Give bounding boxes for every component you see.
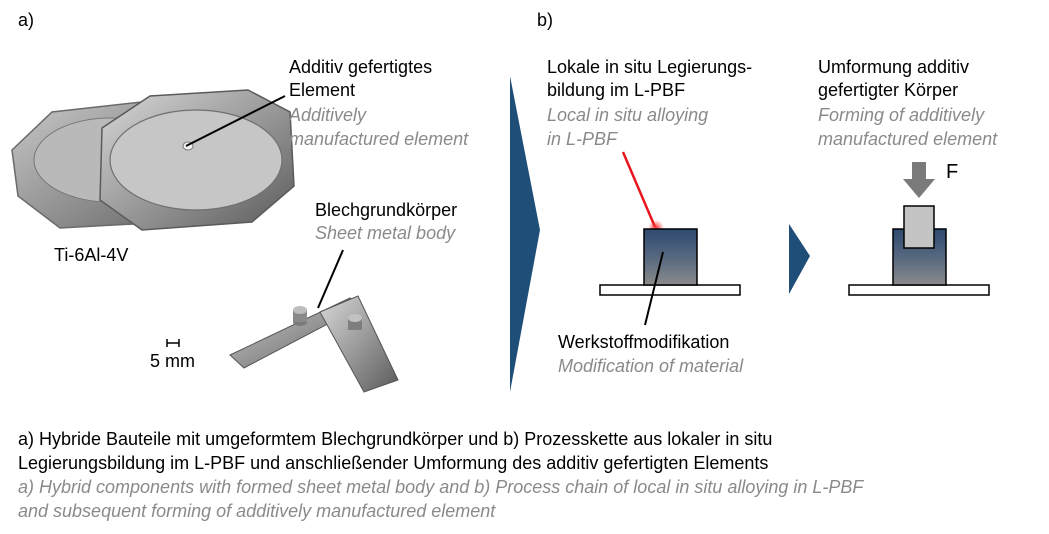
- element-label-en-1: Additively: [289, 105, 367, 125]
- body-label-de: Blechgrundkörper: [315, 200, 458, 220]
- forming-setup: [848, 162, 990, 296]
- element-label-de-2: Element: [289, 80, 356, 100]
- step2-label-en-1: Forming of additively: [818, 105, 985, 125]
- baseplate-1: [599, 284, 741, 296]
- process-arrow-small: [789, 224, 810, 294]
- step2-label-de-1: Umformung additiv: [818, 57, 970, 77]
- modification-pointer-line: [644, 251, 664, 326]
- scale-label: 5 mm: [150, 351, 195, 371]
- step1-label-en-1: Local in situ alloying: [547, 105, 709, 125]
- caption-de-2: Legierungsbildung im L-PBF und anschließ…: [18, 453, 769, 473]
- lpbf-setup: [599, 151, 741, 326]
- force-label: F: [946, 161, 959, 183]
- step1-label-en-2: in L-PBF: [547, 129, 618, 149]
- modified-part-1: [643, 228, 698, 286]
- process-arrow-large: [510, 76, 540, 392]
- element-pointer-line: [185, 95, 286, 147]
- panel-a-label: a): [18, 10, 35, 30]
- step1-label-de-2: bildung im L-PBF: [547, 80, 686, 100]
- step2-label-de-2: gefertigter Körper: [818, 80, 959, 100]
- caption-de-1: a) Hybride Bauteile mit umgeformtem Blec…: [18, 429, 773, 449]
- alloy-label: Ti-6Al-4V: [54, 245, 129, 265]
- body-pointer-line: [317, 249, 344, 309]
- caption-en-2: and subsequent forming of additively man…: [18, 501, 496, 521]
- modification-label-en: Modification of material: [558, 356, 744, 376]
- body-label-en: Sheet metal body: [315, 223, 456, 243]
- hybrid-part-front: [99, 89, 295, 231]
- modification-label-de: Werkstoffmodifikation: [558, 332, 730, 352]
- force-arrow-icon: [903, 162, 935, 198]
- laser-beam: [621, 151, 657, 228]
- element-label-de-1: Additiv gefertigtes: [289, 57, 433, 77]
- element-label-en-2: manufactured element: [289, 129, 469, 149]
- scale-bar: [166, 339, 180, 347]
- step2-label-en-2: manufactured element: [818, 129, 998, 149]
- baseplate-2: [848, 284, 990, 296]
- forming-punch: [903, 205, 935, 249]
- step1-label-de-1: Lokale in situ Legierungs-: [547, 57, 753, 77]
- caption-en-1: a) Hybrid components with formed sheet m…: [18, 477, 864, 497]
- panel-b-label: b): [537, 10, 554, 30]
- sheet-metal-strip-right: [319, 295, 399, 393]
